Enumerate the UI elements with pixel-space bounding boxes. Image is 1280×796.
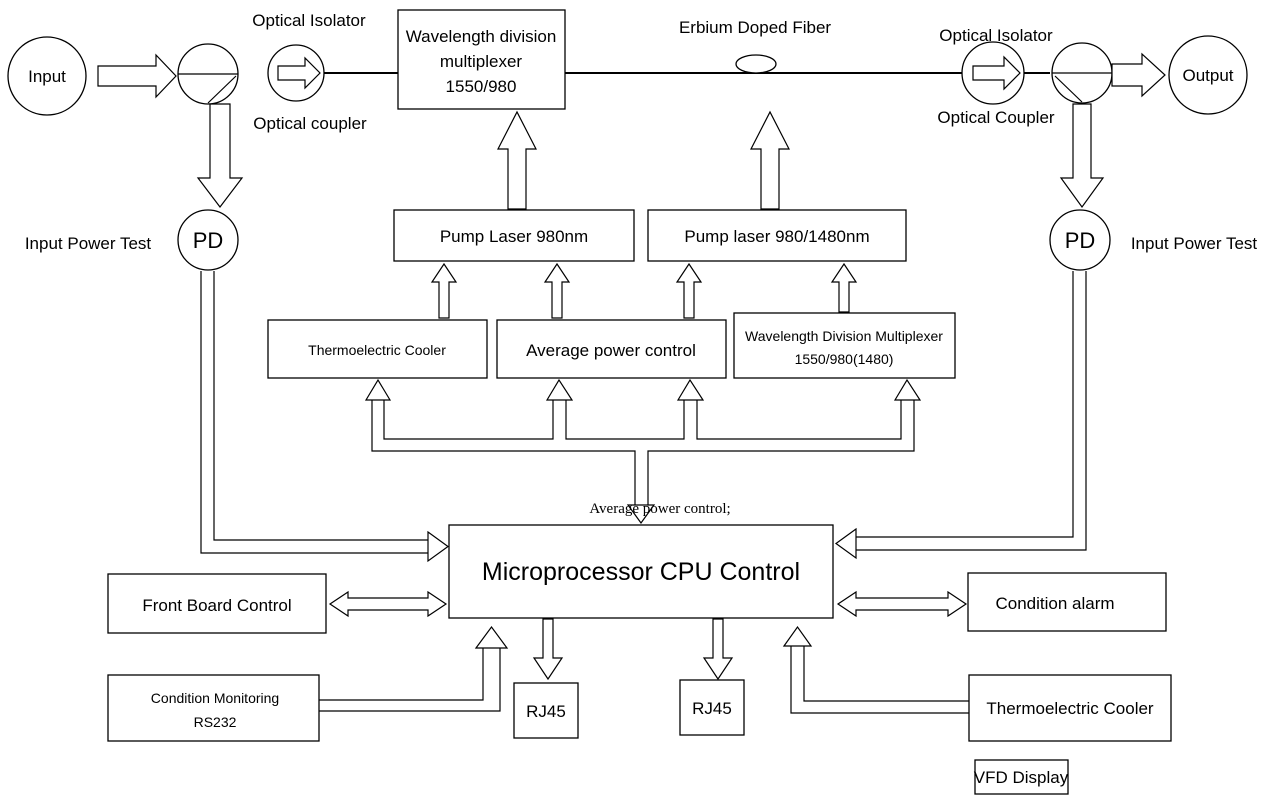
input-power-test-left-label: Input Power Test	[25, 234, 152, 253]
svg-text:Condition alarm: Condition alarm	[995, 594, 1114, 613]
left-optical-coupler-label: Optical coupler	[253, 114, 367, 133]
right-optical-coupler-label: Optical Coupler	[937, 108, 1055, 127]
wdm-lower-box: Wavelength Division Multiplexer 1550/980…	[733, 312, 956, 379]
input-node: Input	[7, 36, 87, 116]
svg-text:Wavelength division: Wavelength division	[406, 27, 557, 46]
svg-text:Average power control: Average power control	[526, 341, 696, 360]
left-optical-isolator-label: Optical Isolator	[252, 11, 366, 30]
vfd-display-box: VFD Display	[974, 759, 1069, 795]
svg-text:multiplexer: multiplexer	[440, 52, 523, 71]
svg-text:Wavelength Division Multiplexe: Wavelength Division Multiplexer	[745, 328, 943, 344]
right-optical-isolator	[961, 41, 1025, 105]
svg-text:Pump laser 980/1480nm: Pump laser 980/1480nm	[684, 227, 869, 246]
condition-monitoring-box: Condition Monitoring RS232	[107, 674, 320, 742]
pump980-to-wdm-arrow	[497, 110, 537, 210]
svg-text:1550/980(1480): 1550/980(1480)	[795, 351, 894, 367]
coupler-to-pd-right-arrow	[1059, 103, 1105, 209]
pd-right-to-cpu-path	[834, 271, 1087, 560]
condition-monitoring-to-cpu-path	[319, 625, 509, 712]
cpu-condition-alarm-double-arrow	[836, 590, 968, 618]
cpu-to-rj45-right-arrow	[702, 618, 734, 681]
apc-to-pump1480-arrow	[675, 262, 703, 319]
pump-laser-980-1480-box: Pump laser 980/1480nm	[647, 209, 907, 262]
right-optical-coupler	[1051, 42, 1113, 104]
svg-text:1550/980: 1550/980	[446, 77, 517, 96]
condition-alarm-box: Condition alarm	[967, 572, 1167, 632]
svg-text:Condition Monitoring: Condition Monitoring	[151, 690, 279, 706]
input-to-coupler-arrow	[97, 53, 177, 99]
left-optical-isolator	[267, 44, 325, 102]
tec-bottom-to-cpu-path	[782, 625, 969, 714]
pd-left-to-cpu-path	[200, 271, 450, 563]
tec-to-pump980-arrow	[430, 262, 458, 319]
right-isolator-arrow	[972, 55, 1021, 91]
erbium-fiber-label: Erbium Doped Fiber	[679, 18, 831, 37]
pd-right-label: PD	[1065, 228, 1096, 253]
cpu-to-rj45-left-arrow	[532, 618, 564, 681]
pump1480-to-fiber-arrow	[750, 110, 790, 210]
input-power-test-right-label: Input Power Test	[1131, 234, 1258, 253]
rj45-right-box: RJ45	[679, 679, 745, 736]
apc-to-pump980-arrow	[543, 262, 571, 319]
svg-text:Pump Laser 980nm: Pump Laser 980nm	[440, 227, 588, 246]
cpu-control-box: Microprocessor CPU Control	[448, 524, 834, 619]
right-optical-isolator-label: Optical Isolator	[939, 26, 1053, 45]
svg-text:Thermoelectric Cooler: Thermoelectric Cooler	[986, 699, 1154, 718]
svg-text:RS232: RS232	[194, 714, 237, 730]
left-optical-coupler	[177, 43, 239, 105]
coupler-to-pd-left-arrow	[196, 103, 244, 208]
output-node: Output	[1168, 35, 1248, 115]
svg-text:Microprocessor CPU Control: Microprocessor CPU Control	[482, 558, 800, 586]
rj45-left-box: RJ45	[513, 682, 579, 739]
input-label: Input	[28, 67, 66, 86]
svg-text:Thermoelectric Cooler: Thermoelectric Cooler	[308, 342, 446, 358]
pd-right: PD	[1049, 209, 1111, 271]
svg-text:RJ45: RJ45	[526, 702, 566, 721]
pd-left-label: PD	[193, 228, 224, 253]
svg-text:VFD Display: VFD Display	[974, 768, 1069, 787]
output-label: Output	[1182, 66, 1233, 85]
coupler-to-output-arrow	[1111, 52, 1166, 98]
front-board-control-box: Front Board Control	[107, 573, 327, 634]
wdm2-to-pump1480-arrow	[830, 262, 858, 313]
erbium-fiber-coil	[735, 54, 777, 74]
left-isolator-arrow	[277, 56, 321, 90]
pd-left: PD	[177, 209, 239, 271]
thermoelectric-cooler-bottom-box: Thermoelectric Cooler	[968, 674, 1172, 742]
svg-text:Front Board Control: Front Board Control	[142, 596, 291, 615]
front-board-cpu-double-arrow	[328, 590, 448, 618]
average-power-control-box: Average power control	[496, 319, 727, 379]
control-distribution-bus	[364, 378, 922, 525]
svg-text:RJ45: RJ45	[692, 699, 732, 718]
average-power-control-note: Average power control;	[589, 501, 730, 517]
pump-laser-980-box: Pump Laser 980nm	[393, 209, 635, 262]
wdm-top-box: Wavelength division multiplexer 1550/980	[397, 9, 566, 110]
thermoelectric-cooler-top-box: Thermoelectric Cooler	[267, 319, 488, 379]
